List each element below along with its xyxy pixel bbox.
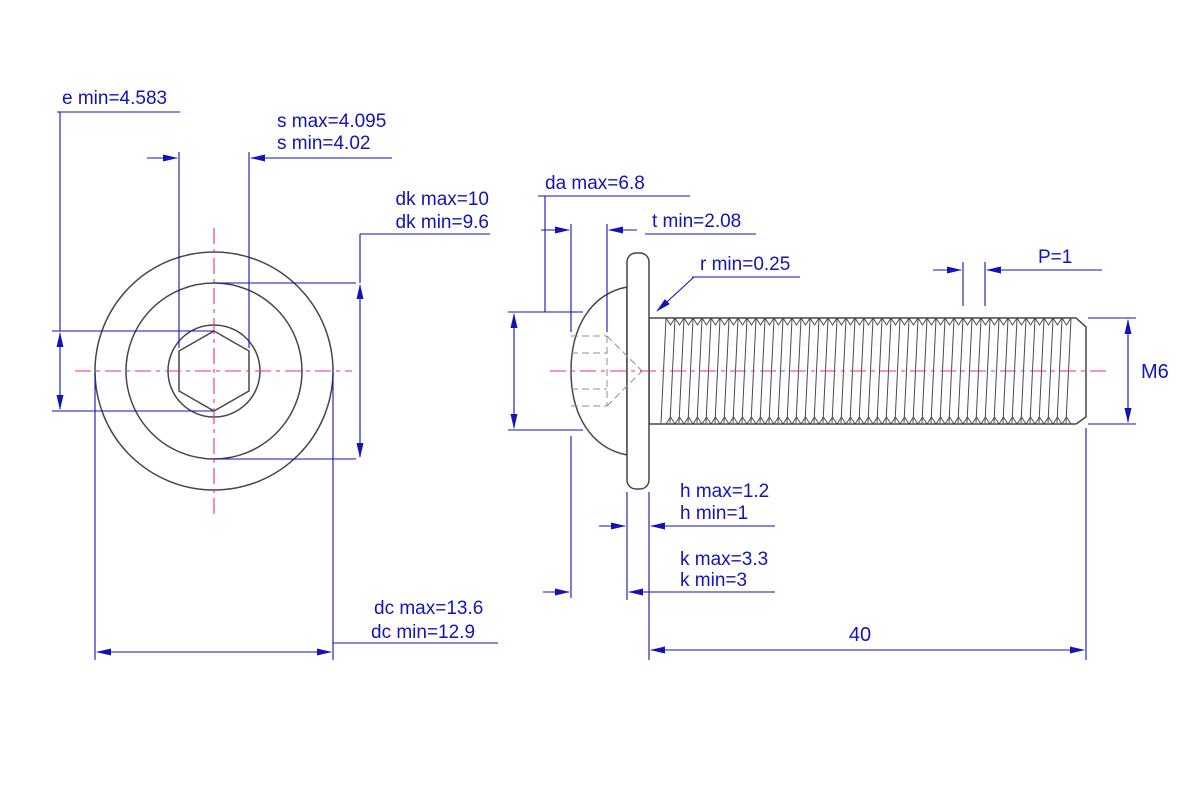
dim-label-s-max: s max=4.095: [277, 111, 386, 132]
hidden-socket-lines: [571, 335, 643, 407]
dim-dc: dc max=13.6 dc min=12.9: [94, 373, 498, 660]
dim-label-s-min: s min=4.02: [277, 133, 370, 154]
dim-label-k-min: k min=3: [680, 570, 747, 591]
dim-label-da-max: da max=6.8: [545, 173, 645, 194]
dim-label-e-min: e min=4.583: [62, 88, 167, 109]
dim-r: r min=0.25: [656, 254, 800, 312]
dim-label-length: 40: [849, 624, 871, 646]
dim-label-t-min: t min=2.08: [652, 211, 741, 232]
dim-da: da max=6.8: [508, 173, 690, 431]
dimension-layer: e min=4.583 s max=4.095 s min=4.02 dk ma…: [52, 88, 1169, 660]
dim-k: k max=3.3 k min=3: [543, 436, 775, 598]
dim-label-dk-min: dk min=9.6: [396, 212, 489, 233]
thread-crest-edges: [665, 317, 1072, 425]
dim-label-k-max: k max=3.3: [680, 549, 768, 570]
dim-length: 40: [650, 428, 1087, 660]
dim-label-dk-max: dk max=10: [396, 189, 489, 210]
dim-t: t min=2.08: [541, 211, 756, 332]
dim-s: s max=4.095 s min=4.02: [147, 111, 392, 348]
dim-label-pitch: P=1: [1038, 247, 1072, 268]
dim-label-thread-size: M6: [1141, 361, 1169, 383]
dim-label-dc-max: dc max=13.6: [374, 598, 483, 619]
dim-label-r-min: r min=0.25: [700, 254, 790, 275]
dim-label-h-max: h max=1.2: [680, 481, 769, 502]
dim-thread-size: M6: [1088, 317, 1169, 425]
dim-label-h-min: h min=1: [680, 503, 748, 524]
dim-e: e min=4.583: [52, 88, 214, 412]
dim-pitch: P=1: [933, 247, 1102, 306]
dim-dk: dk max=10 dk min=9.6: [214, 189, 490, 460]
centerlines: [75, 228, 1108, 514]
dim-h: h max=1.2 h min=1: [599, 481, 775, 660]
dim-label-dc-min: dc min=12.9: [371, 622, 475, 643]
